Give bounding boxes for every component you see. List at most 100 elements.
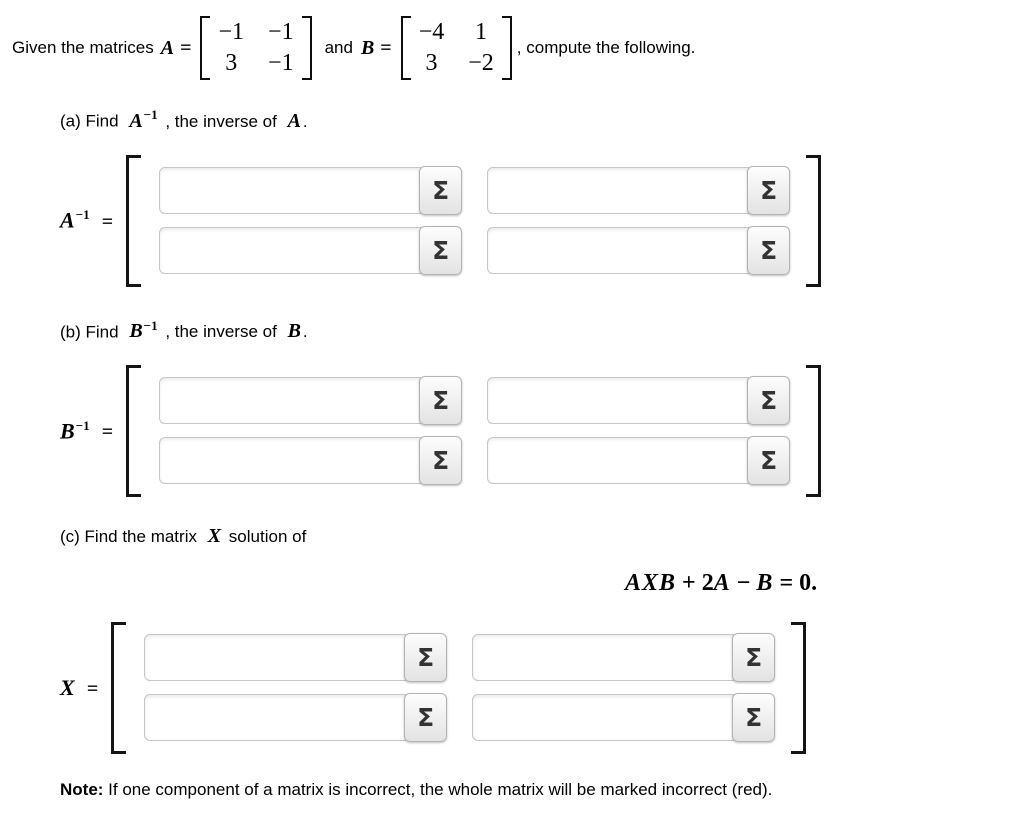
matrix-a-display: −1 −1 3 −1 <box>200 16 312 80</box>
matrix-a-symbol: A <box>287 109 301 132</box>
prompt-text: (a) Find <box>60 111 119 131</box>
matrix-cell-a-r2c2: Σ <box>487 225 791 275</box>
prompt-text: . <box>302 111 308 131</box>
matrix-answer-x: X = Σ Σ Σ Σ <box>0 622 1024 755</box>
matrix-b-symbol: B <box>360 36 375 59</box>
matrix-cell-input[interactable] <box>159 226 423 274</box>
prompt-text: , the inverse of <box>165 322 277 342</box>
matrix-cell-input[interactable] <box>487 226 751 274</box>
equals-sign: = <box>180 36 192 59</box>
sigma-button[interactable]: Σ <box>747 165 791 215</box>
sigma-icon: Σ <box>760 235 778 265</box>
sigma-button[interactable]: Σ <box>404 633 448 683</box>
equation-axb: AXB + 2A − B = 0. <box>625 570 818 597</box>
matrix-b-value: −2 <box>468 50 494 76</box>
matrix-cell-a-r2c1: Σ <box>159 225 463 275</box>
matrix-answer-b: B−1 = Σ Σ Σ Σ <box>0 365 1024 498</box>
sigma-button[interactable]: Σ <box>732 633 776 683</box>
sigma-icon: Σ <box>432 446 450 476</box>
x-label: X = <box>60 675 99 701</box>
prompt-text: (b) Find <box>60 322 119 342</box>
part-b-prompt: (b) Find B−1 , the inverse of B. <box>0 313 1024 346</box>
matrix-b-display: −4 1 3 −2 <box>400 16 512 80</box>
matrix-b-value: −4 <box>418 19 445 45</box>
prompt-text: . <box>302 322 308 342</box>
matrix-cell-x-r1c1: Σ <box>144 633 448 683</box>
part-a-prompt: (a) Find A−1 , the inverse of A. <box>0 102 1024 135</box>
b-inverse-label: B−1 = <box>60 418 114 444</box>
a-inverse-symbol: A−1 <box>129 107 158 132</box>
matrix-cell-a-r1c2: Σ <box>487 165 791 215</box>
matrix-cell-input[interactable] <box>159 437 423 485</box>
matrix-bracket-right <box>301 16 312 80</box>
matrix-cell-input[interactable] <box>487 377 751 425</box>
matrix-a-symbol: A <box>160 36 175 59</box>
matrix-cell-b-r2c1: Σ <box>159 436 463 486</box>
matrix-x-symbol: X <box>207 525 222 548</box>
sigma-button[interactable]: Σ <box>404 693 448 743</box>
matrix-cell-b-r1c1: Σ <box>159 376 463 426</box>
matrix-a-value: −1 <box>268 50 294 76</box>
sigma-icon: Σ <box>417 643 435 673</box>
matrix-cell-input[interactable] <box>487 166 751 214</box>
matrix-cell-input[interactable] <box>144 634 408 682</box>
prompt-text: solution of <box>228 527 307 547</box>
sigma-button[interactable]: Σ <box>747 225 791 275</box>
matrix-cell-b-r1c2: Σ <box>487 376 791 426</box>
matrix-bracket-left <box>400 16 411 80</box>
matrix-bracket-right <box>806 154 822 287</box>
prompt-text: , the inverse of <box>165 111 277 131</box>
matrix-bracket-right <box>791 622 807 755</box>
sigma-icon: Σ <box>432 175 450 205</box>
matrix-cell-input[interactable] <box>144 694 408 742</box>
sigma-button[interactable]: Σ <box>419 376 463 426</box>
matrix-cell-x-r1c2: Σ <box>472 633 776 683</box>
matrix-bracket-left <box>126 365 142 498</box>
sigma-icon: Σ <box>745 643 763 673</box>
matrix-cell-a-r1c1: Σ <box>159 165 463 215</box>
matrix-b-value: 1 <box>475 19 488 45</box>
matrix-a-value: −1 <box>268 19 294 45</box>
matrix-b-symbol: B <box>287 320 301 343</box>
sigma-button[interactable]: Σ <box>732 693 776 743</box>
sigma-icon: Σ <box>432 386 450 416</box>
note-text: If one component of a matrix is incorrec… <box>103 780 773 800</box>
matrix-cell-input[interactable] <box>472 634 736 682</box>
matrix-cell-x-r2c1: Σ <box>144 693 448 743</box>
matrix-cell-input[interactable] <box>159 166 423 214</box>
sigma-icon: Σ <box>760 386 778 416</box>
equals-sign: = <box>380 36 392 59</box>
matrix-cell-x-r2c2: Σ <box>472 693 776 743</box>
problem-statement: Given the matrices A = −1 −1 3 −1 and B … <box>0 0 1024 80</box>
matrix-cell-input[interactable] <box>472 694 736 742</box>
sigma-button[interactable]: Σ <box>747 376 791 426</box>
matrix-a-value: −1 <box>218 19 245 45</box>
matrix-bracket-left <box>126 154 142 287</box>
matrix-cell-b-r2c2: Σ <box>487 436 791 486</box>
sigma-button[interactable]: Σ <box>419 225 463 275</box>
matrix-bracket-right <box>501 16 512 80</box>
prompt-text: (c) Find the matrix <box>60 527 197 547</box>
sigma-icon: Σ <box>417 703 435 733</box>
sigma-button[interactable]: Σ <box>419 436 463 486</box>
matrix-answer-a: A−1 = Σ Σ Σ Σ <box>0 154 1024 287</box>
matrix-bracket-left <box>111 622 127 755</box>
intro-text: and <box>324 38 353 57</box>
matrix-b-value: 3 <box>425 50 438 76</box>
sigma-button[interactable]: Σ <box>747 436 791 486</box>
part-c-prompt: (c) Find the matrix X solution of <box>0 523 1024 550</box>
matrix-cell-input[interactable] <box>159 377 423 425</box>
sigma-icon: Σ <box>760 175 778 205</box>
matrix-bracket-left <box>200 16 211 80</box>
matrix-bracket-right <box>806 365 822 498</box>
sigma-icon: Σ <box>745 703 763 733</box>
intro-text: Given the matrices <box>12 38 154 57</box>
matrix-cell-input[interactable] <box>487 437 751 485</box>
b-inverse-symbol: B−1 <box>129 317 158 343</box>
note-label: Note: <box>60 780 104 800</box>
sigma-icon: Σ <box>432 235 450 265</box>
intro-text: , compute the following. <box>516 38 696 57</box>
a-inverse-label: A−1 = <box>60 207 114 233</box>
grading-note: Note: If one component of a matrix is in… <box>0 778 1024 802</box>
sigma-button[interactable]: Σ <box>419 165 463 215</box>
